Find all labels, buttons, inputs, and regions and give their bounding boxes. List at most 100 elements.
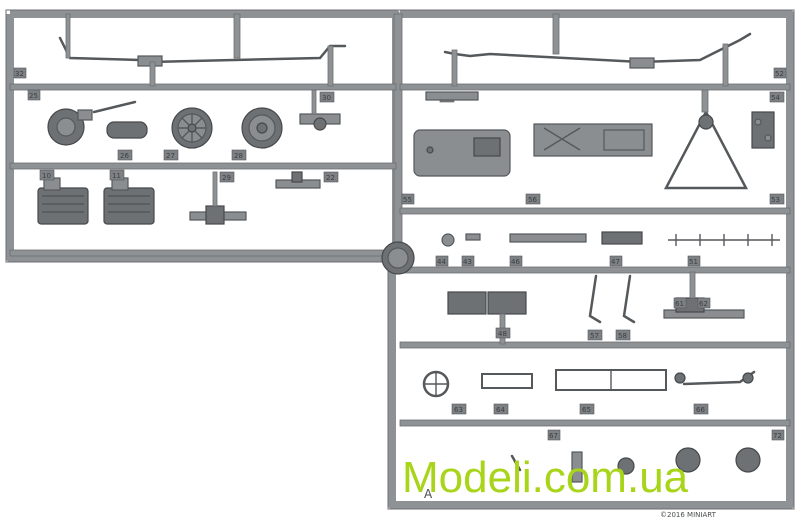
- part-number: 43: [463, 258, 472, 266]
- sprue-gate-hub-inner: [387, 247, 409, 269]
- part-number: 72: [773, 432, 782, 440]
- sprue-gate: [327, 45, 334, 87]
- part-number: 58: [618, 332, 627, 340]
- part-leaf-spring: [674, 370, 756, 386]
- part-rod-left: [58, 36, 347, 64]
- sprue-rail: [9, 249, 397, 257]
- part-small-block: [751, 111, 775, 149]
- part-lever: [92, 100, 137, 114]
- part-tag: [609, 255, 623, 267]
- part-tag: [673, 297, 687, 309]
- sprue-rail: [399, 266, 791, 274]
- part-tag: [319, 91, 335, 103]
- sprue-letter: A: [424, 487, 433, 501]
- part-axle-assembly: [663, 271, 745, 319]
- part-number: 25: [29, 92, 38, 100]
- sprue-gate: [722, 43, 729, 87]
- part-number: 64: [496, 406, 505, 414]
- part-number: 48: [498, 330, 507, 338]
- part-number: 28: [234, 152, 243, 160]
- part-tag: [493, 403, 509, 415]
- part-tag: [547, 429, 561, 441]
- part-tag: [495, 327, 511, 339]
- part-a-frame: [663, 89, 749, 190]
- part-number: 65: [582, 406, 591, 414]
- part-small-rod: [425, 91, 479, 101]
- part-tag: [693, 403, 709, 415]
- part-tag: [769, 91, 785, 103]
- part-number: 46: [511, 258, 520, 266]
- part-number: 11: [112, 172, 121, 180]
- part-frame-small: [481, 373, 533, 389]
- part-number: 30: [322, 94, 331, 102]
- part-tag: [27, 89, 41, 101]
- sprue-rail: [399, 207, 791, 215]
- part-small-knob: [313, 117, 327, 131]
- part-small-bracket: [275, 171, 321, 189]
- sprue-center-divider: [393, 13, 403, 260]
- part-tag: [401, 193, 415, 205]
- part-number: 61: [675, 300, 684, 308]
- part-wheel-spoked: [171, 107, 213, 149]
- part-axle-bracket: [189, 171, 247, 225]
- sprue-gate: [149, 61, 156, 87]
- part-tag: [773, 67, 787, 79]
- watermark: Modeli.com.ua: [402, 453, 689, 502]
- part-engine-block-right: [103, 177, 155, 225]
- part-tag: [525, 193, 541, 205]
- part-number: 62: [699, 300, 708, 308]
- part-number: 32: [15, 70, 24, 78]
- part-number: 53: [771, 196, 780, 204]
- sprue-gate: [233, 13, 241, 59]
- part-number: 10: [42, 172, 51, 180]
- part-tag: [231, 149, 247, 161]
- part-tag: [615, 329, 631, 341]
- part-cab-panel: [413, 129, 511, 177]
- sprue-gate: [311, 89, 317, 115]
- part-tag: [109, 169, 125, 181]
- part-number: 26: [120, 152, 129, 160]
- part-number: 54: [771, 94, 780, 102]
- part-floor-panel: [533, 123, 653, 157]
- sprue-outer-frame-edge: [5, 9, 795, 510]
- part-number: 57: [590, 332, 599, 340]
- part-gear-housing-center: [56, 117, 76, 137]
- part-small-knobs: [441, 231, 780, 247]
- part-steering-wheel: [422, 370, 450, 398]
- part-tag: [117, 149, 133, 161]
- part-tag: [461, 255, 475, 267]
- sprue-rail: [399, 419, 791, 427]
- part-plates: [447, 291, 527, 315]
- sprue-rail: [399, 341, 791, 349]
- sprue-rail: [9, 162, 397, 170]
- part-number: 56: [528, 196, 537, 204]
- part-tag: [771, 429, 785, 441]
- part-tag: [687, 255, 701, 267]
- part-number: 52: [775, 70, 784, 78]
- sprue-rail: [399, 83, 791, 91]
- part-springs: [588, 274, 636, 324]
- part-tag: [579, 403, 595, 415]
- part-tag: [587, 329, 603, 341]
- part-number: 27: [166, 152, 175, 160]
- part-number: 63: [454, 406, 463, 414]
- sprue-gate: [552, 13, 560, 55]
- part-tag: [219, 171, 235, 183]
- part-wheel-disc: [241, 107, 283, 149]
- sprue-gate: [65, 13, 71, 59]
- part-gear-bracket: [77, 109, 93, 121]
- part-tag: [435, 255, 449, 267]
- part-rod-bracket: [629, 57, 655, 69]
- part-tag: [163, 149, 179, 161]
- part-engine-block-left: [37, 177, 89, 225]
- part-number: 44: [437, 258, 446, 266]
- part-tag: [451, 403, 467, 415]
- part-cylinder: [106, 121, 148, 139]
- part-tag: [769, 193, 785, 205]
- part-number: 22: [326, 174, 335, 182]
- sprue-gate: [451, 49, 458, 87]
- part-number: 29: [222, 174, 231, 182]
- part-bottom-pieces: [510, 447, 761, 483]
- part-tag: [13, 67, 27, 79]
